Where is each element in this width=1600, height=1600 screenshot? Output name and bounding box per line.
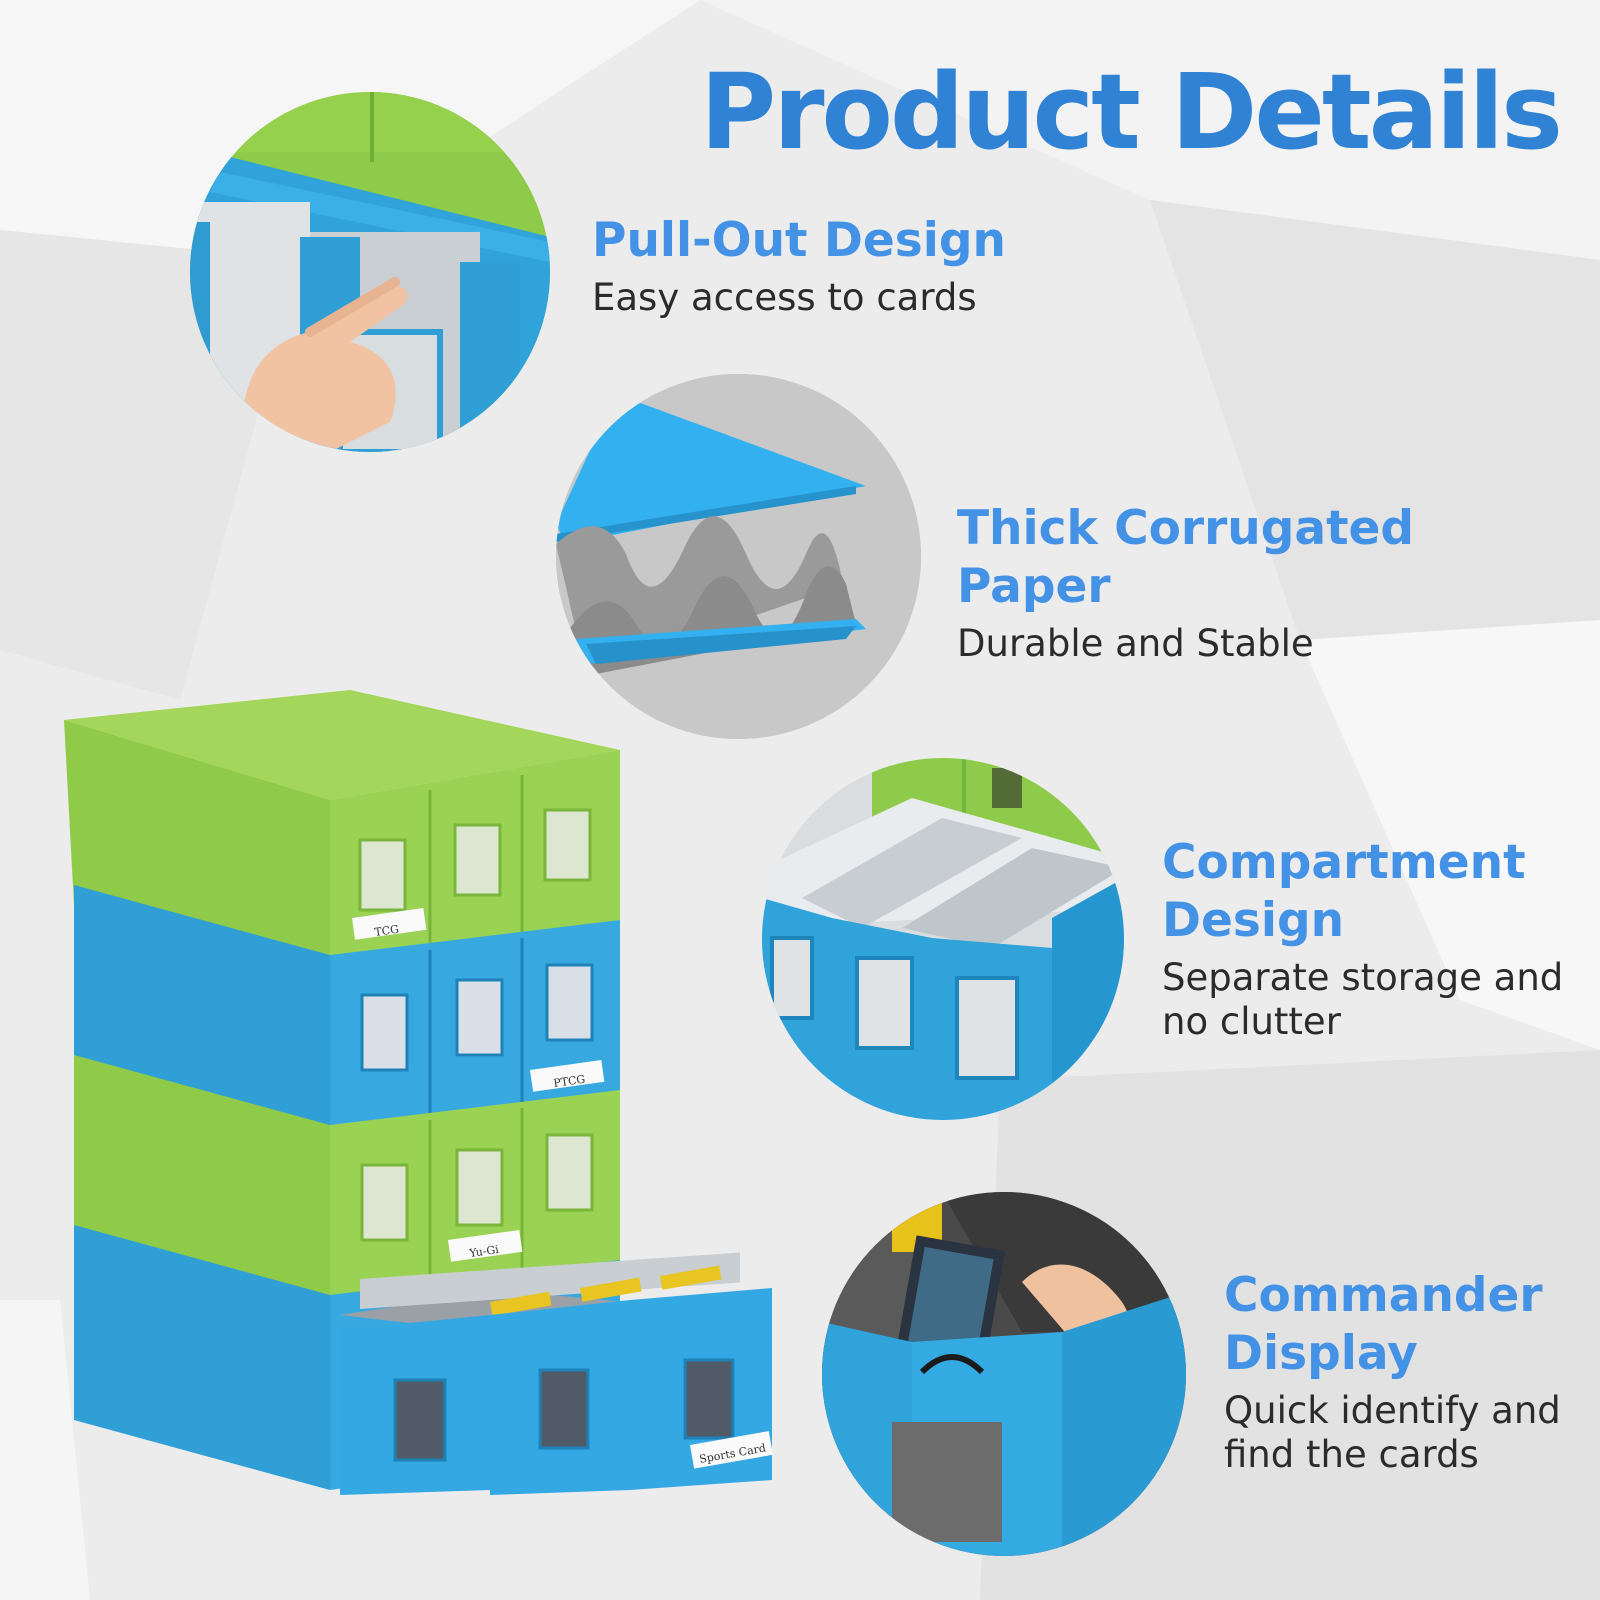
page-title: Product Details — [700, 51, 1563, 173]
feature-heading: Commander Display — [1224, 1268, 1543, 1381]
feature-pull-out: Pull-Out Design Easy access to cards — [592, 212, 1092, 320]
box-label-ptcg: PTCG — [553, 1073, 586, 1090]
corrugated-paper-detail-image — [556, 374, 921, 739]
compartment-detail-image — [762, 758, 1124, 1120]
pull-out-detail-image — [190, 92, 550, 452]
stacked-card-boxes: TCG PTCG Yu-Gi — [60, 690, 800, 1540]
commander-display-detail-image — [822, 1192, 1186, 1556]
feature-heading: Compartment Design — [1162, 835, 1526, 948]
feature-heading: Thick Corrugated Paper — [957, 501, 1415, 614]
feature-heading: Pull-Out Design — [592, 213, 1006, 268]
feature-corrugated-paper: Thick Corrugated Paper Durable and Stabl… — [957, 500, 1577, 666]
feature-description: Durable and Stable — [957, 622, 1314, 665]
feature-description: Quick identify and find the cards — [1224, 1389, 1561, 1476]
feature-description: Easy access to cards — [592, 276, 977, 319]
box-label-tcg: TCG — [374, 923, 400, 939]
feature-description: Separate storage and no clutter — [1162, 956, 1564, 1043]
feature-commander-display: Commander Display Quick identify and fin… — [1224, 1267, 1594, 1477]
box-label-yugi: Yu-Gi — [468, 1243, 500, 1260]
feature-compartment: Compartment Design Separate storage and … — [1162, 834, 1582, 1044]
